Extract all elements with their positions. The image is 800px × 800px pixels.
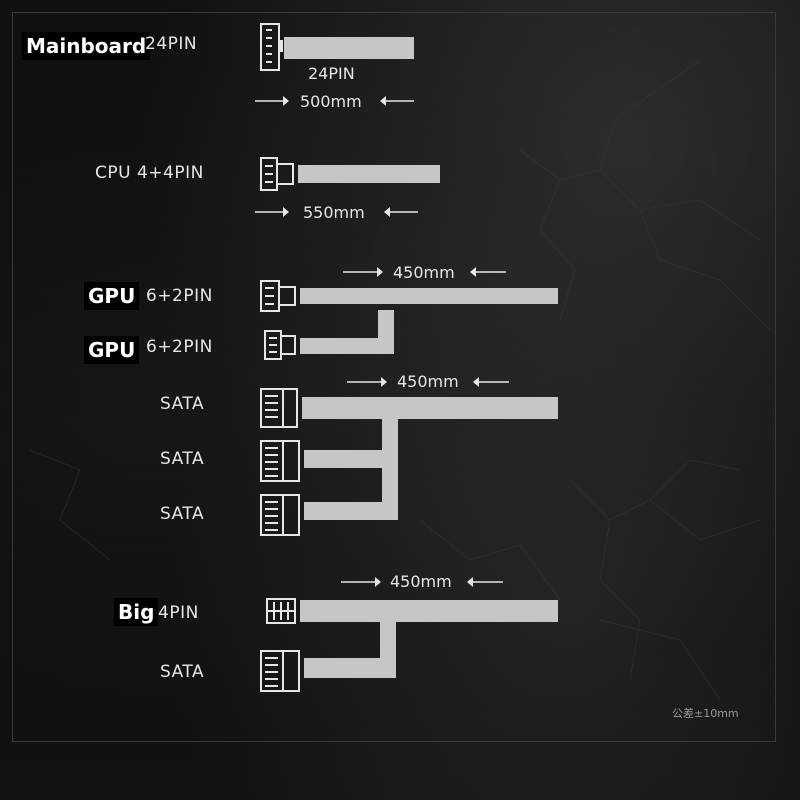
arrow-left-icon — [470, 267, 506, 277]
peripheral-sata-cable — [304, 658, 396, 678]
molex-connector-icon — [266, 598, 296, 624]
24pin-connector-icon — [260, 23, 283, 71]
sata-branch-vertical — [382, 419, 398, 517]
peripheral-pin-label: 4PIN — [158, 603, 199, 623]
sata1-label: SATA — [160, 394, 205, 414]
sata3-label: SATA — [160, 504, 205, 524]
mainboard-pin-label: 24PIN — [145, 34, 198, 54]
pcie-connector-icon — [264, 330, 296, 360]
gpu2-cable — [300, 338, 394, 354]
arrow-left-icon — [473, 377, 509, 387]
peripheral-length: 450mm — [390, 572, 452, 591]
cpu-label: CPU 4+4PIN — [95, 163, 204, 183]
gpu2-tag: GPU — [84, 336, 140, 364]
gpu-length: 450mm — [393, 263, 455, 282]
sata1-cable — [302, 397, 558, 419]
arrow-right-icon — [343, 267, 383, 277]
sata-connector-icon — [260, 494, 300, 536]
arrow-right-icon — [255, 96, 289, 106]
sata2-label: SATA — [160, 449, 205, 469]
gpu1-cable — [300, 288, 558, 304]
gpu1-pin-label: 6+2PIN — [146, 286, 213, 306]
tolerance-note: 公差±10mm — [672, 707, 739, 720]
cpu-connector-icon — [260, 157, 294, 191]
sata-connector-icon — [260, 388, 298, 428]
mainboard-cable — [284, 37, 414, 59]
gpu1-tag: GPU — [84, 282, 140, 310]
gpu2-pin-label: 6+2PIN — [146, 337, 213, 357]
mainboard-connector-label: 24PIN — [308, 64, 355, 83]
peripheral-tag: Big — [114, 598, 159, 626]
mainboard-length: 500mm — [300, 92, 362, 111]
peripheral-cable — [300, 600, 558, 622]
peripheral-sata-label: SATA — [160, 662, 205, 682]
sata3-cable — [304, 502, 398, 520]
arrow-left-icon — [380, 96, 414, 106]
arrow-left-icon — [467, 577, 503, 587]
sata-connector-icon — [260, 440, 300, 482]
arrow-right-icon — [341, 577, 381, 587]
mainboard-tag: Mainboard — [22, 32, 151, 60]
arrow-right-icon — [255, 207, 289, 217]
sata2-cable — [304, 450, 398, 468]
sata-connector-icon — [260, 650, 300, 692]
sata-length: 450mm — [397, 372, 459, 391]
pcie-connector-icon — [260, 280, 296, 312]
cpu-cable — [298, 165, 440, 183]
arrow-right-icon — [347, 377, 387, 387]
border-frame — [12, 12, 776, 742]
cpu-length: 550mm — [303, 203, 365, 222]
arrow-left-icon — [384, 207, 418, 217]
